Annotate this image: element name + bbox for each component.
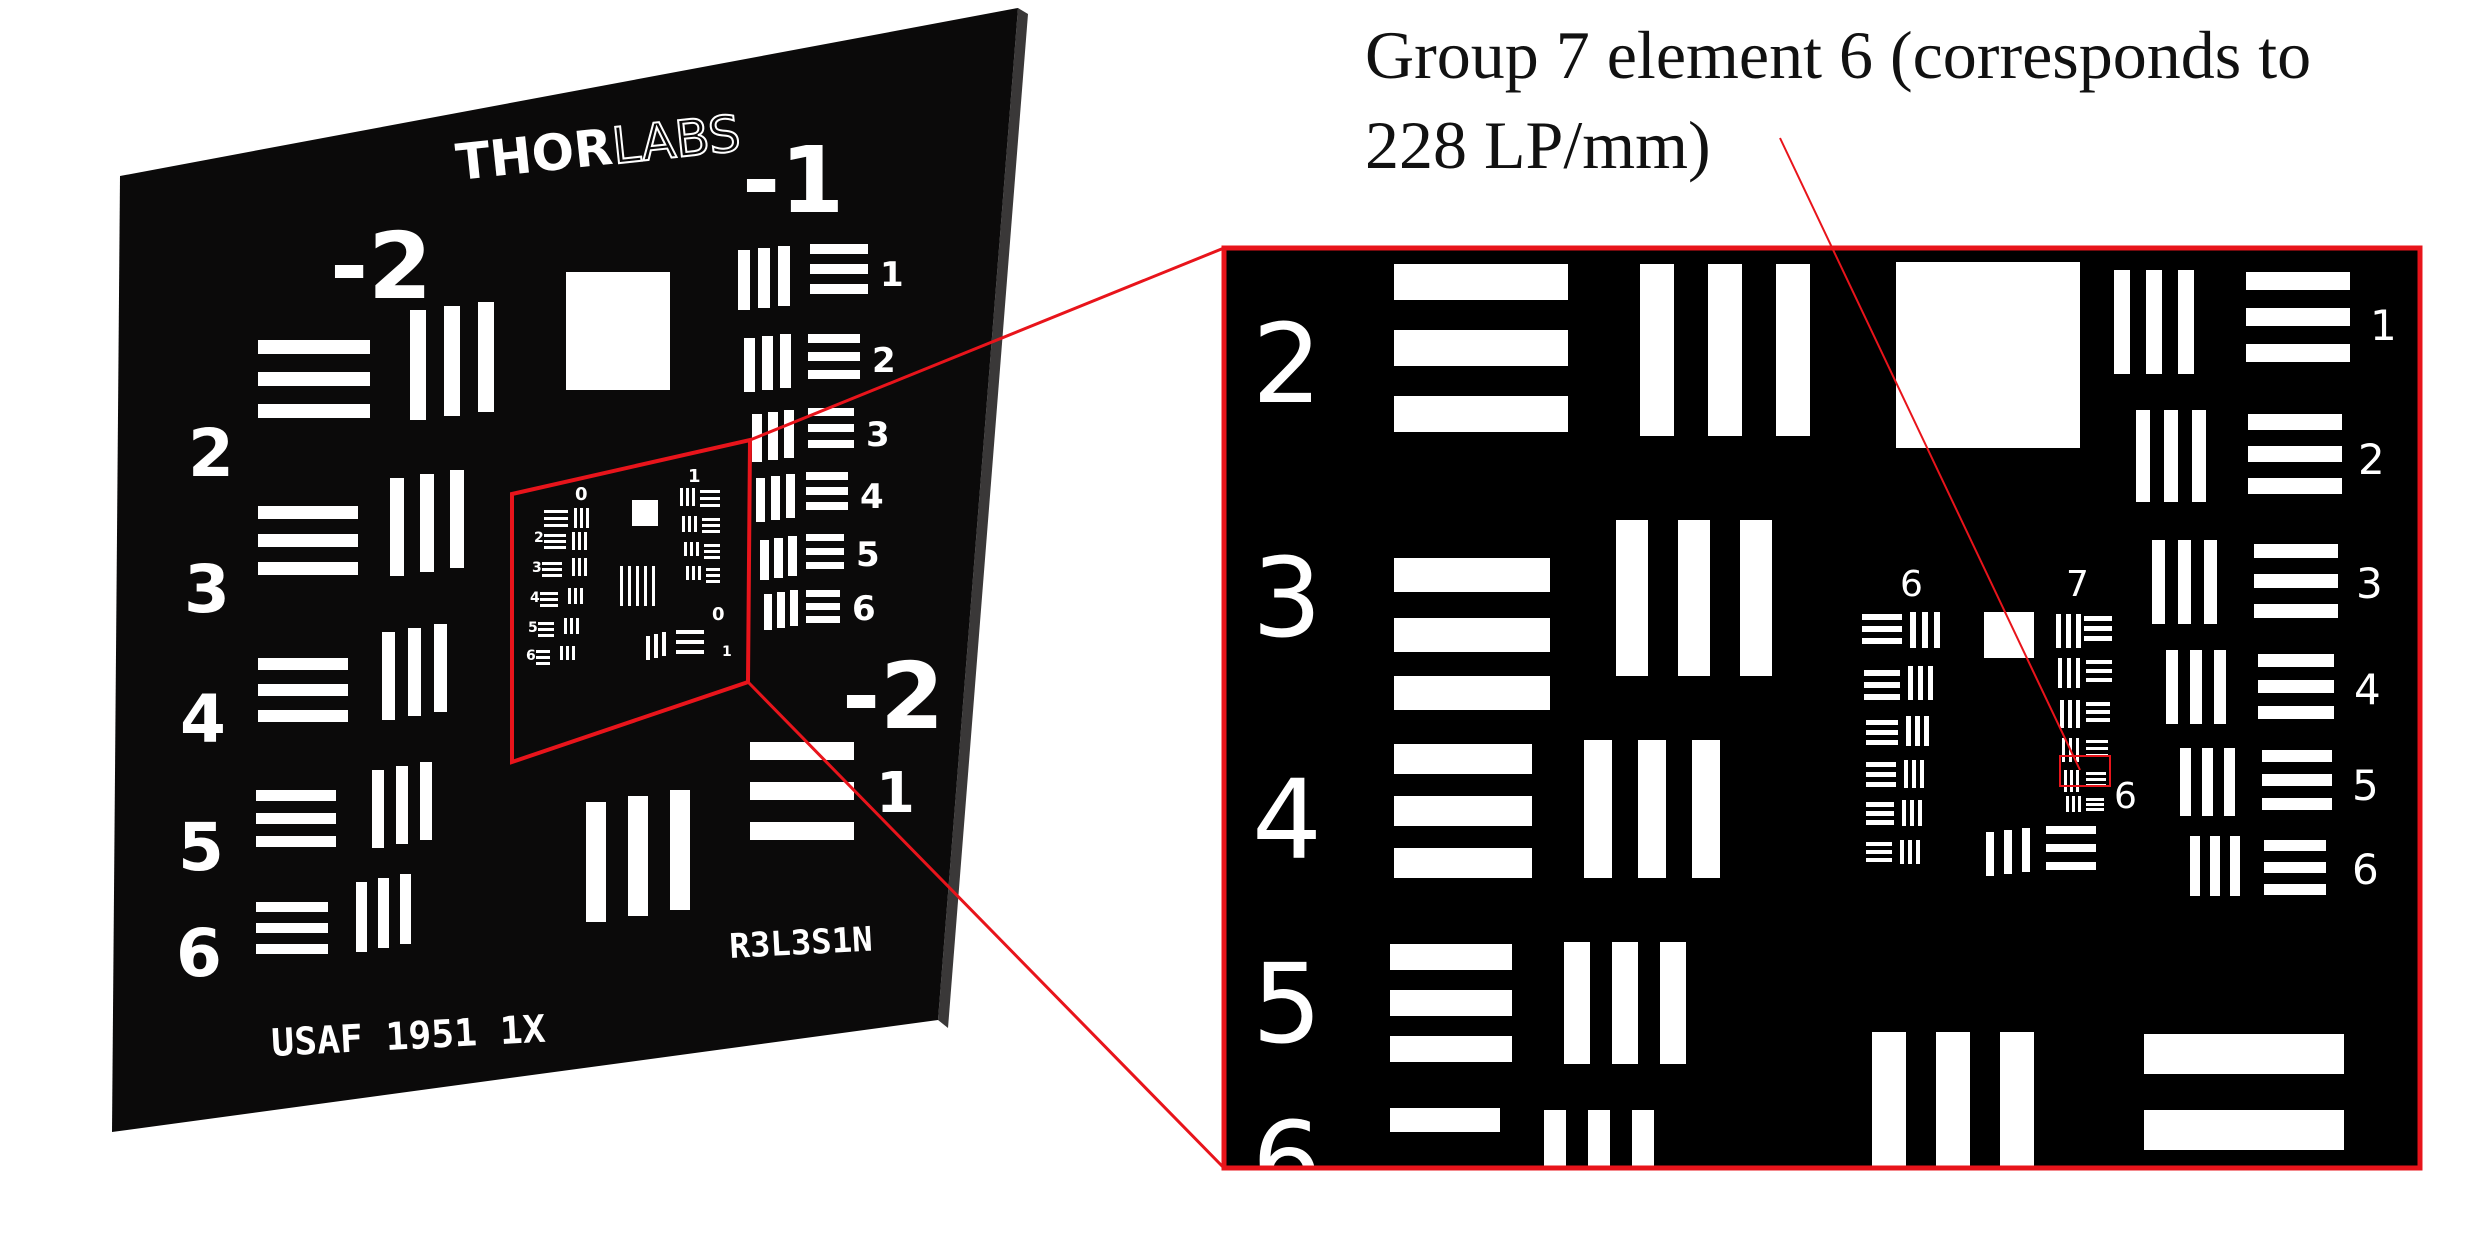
zoom-element-label: 5 xyxy=(2352,761,2379,810)
zoom-frame xyxy=(1221,245,2423,1171)
plate-inner-element-label: 5 xyxy=(528,620,538,636)
plate-element-label: 6 xyxy=(852,589,876,629)
plate-group-minus1-element-labels: 1 2 3 4 5 6 xyxy=(852,255,904,629)
connector-line-top xyxy=(749,246,1225,442)
plate-inner-element-label: 2 xyxy=(534,530,544,546)
zoom-element-label: 6 xyxy=(2352,845,2379,894)
zoom-element-label: 4 xyxy=(1252,756,1322,884)
annotation-line-2: 228 LP/mm) xyxy=(1365,107,1711,183)
plate-group-minus2-element1-bars xyxy=(586,742,854,922)
zoom-large-bars xyxy=(1390,262,2344,1168)
plate-part-number: R3L3S1N xyxy=(728,920,873,967)
plate-group-minus1-bars xyxy=(738,244,868,630)
plate-group-label-minus2-top: -2 xyxy=(330,213,432,320)
zoom-element-label: 3 xyxy=(1252,534,1322,662)
plate-element-label: 5 xyxy=(856,535,880,575)
zoom-right-bars xyxy=(2114,270,2350,896)
plate-group-label-minus1: -1 xyxy=(742,127,844,234)
plate-inner-element-label: 4 xyxy=(530,590,540,606)
plate-element-label: 4 xyxy=(860,477,884,517)
plate-group-label-minus2-bottom: -2 xyxy=(842,643,944,750)
zoom-right-element-labels: 1 2 3 4 5 6 xyxy=(2352,301,2397,894)
plate-inner-group-label: 0 xyxy=(712,604,725,625)
plate-inner-element-label: 6 xyxy=(526,648,536,664)
plate-element-label: 3 xyxy=(184,551,230,628)
zoom-inner-bars xyxy=(1862,612,2112,876)
plate-element-label: 3 xyxy=(866,415,890,455)
plate-edge xyxy=(938,8,1028,1028)
plate-inner-group-label: 1 xyxy=(688,466,701,487)
zoom-inner-element-label: 6 xyxy=(2114,776,2137,817)
zoom-view: 2 3 4 5 6 xyxy=(1221,245,2423,1226)
plate-square xyxy=(566,272,670,390)
zoom-element-label: 6 xyxy=(1252,1098,1322,1226)
annotation-line-1: Group 7 element 6 (corresponds to xyxy=(1365,17,2312,93)
plate-group-minus2-element-labels: 2 3 4 5 6 xyxy=(176,415,234,992)
plate-element-label: 1 xyxy=(876,761,915,826)
plate-inner-group-label: 0 xyxy=(575,484,588,505)
target-plate: THORLABS -2 -1 -2 2 3 4 5 6 xyxy=(112,8,1028,1132)
zoom-element-label: 5 xyxy=(1252,940,1322,1068)
plate-element-label: 2 xyxy=(872,341,896,381)
plate-element-label: 6 xyxy=(176,915,222,992)
zoom-element-label: 2 xyxy=(2358,435,2385,484)
zoom-inner-group-labels: 6 7 6 xyxy=(1900,564,2137,817)
zoom-element-label: 2 xyxy=(1252,300,1322,428)
zoom-element-label: 4 xyxy=(2354,665,2381,714)
annotation-pointer-line xyxy=(1779,137,2081,771)
plate-element-label: 2 xyxy=(188,415,234,492)
zoom-inner-group-label: 7 xyxy=(2066,564,2089,605)
zoom-element-label: 1 xyxy=(2370,301,2397,350)
plate-element-label: 5 xyxy=(178,809,224,886)
connector-line-bottom xyxy=(746,680,1226,1170)
plate-element-label: 1 xyxy=(880,255,904,295)
plate-group-minus2-horizontal-bars xyxy=(256,340,370,954)
plate-group-minus2-vertical-bars xyxy=(356,302,494,952)
plate-element-label: 4 xyxy=(180,681,226,758)
plate-inner-groups: 0 1 0 2 3 4 5 6 1 xyxy=(526,466,732,665)
plate-face xyxy=(112,8,1018,1132)
zoom-left-element-labels: 2 3 4 5 6 xyxy=(1252,300,1322,1226)
annotation-caption: Group 7 element 6 (corresponds to 228 LP… xyxy=(1365,10,2445,190)
zoom-highlight-g7e6 xyxy=(2059,755,2111,787)
plate-inner-element-label: 1 xyxy=(722,644,732,660)
zoom-element-label: 3 xyxy=(2356,559,2383,608)
plate-inner-element-label: 3 xyxy=(532,560,542,576)
zoom-inner-group-label: 6 xyxy=(1900,564,1923,605)
